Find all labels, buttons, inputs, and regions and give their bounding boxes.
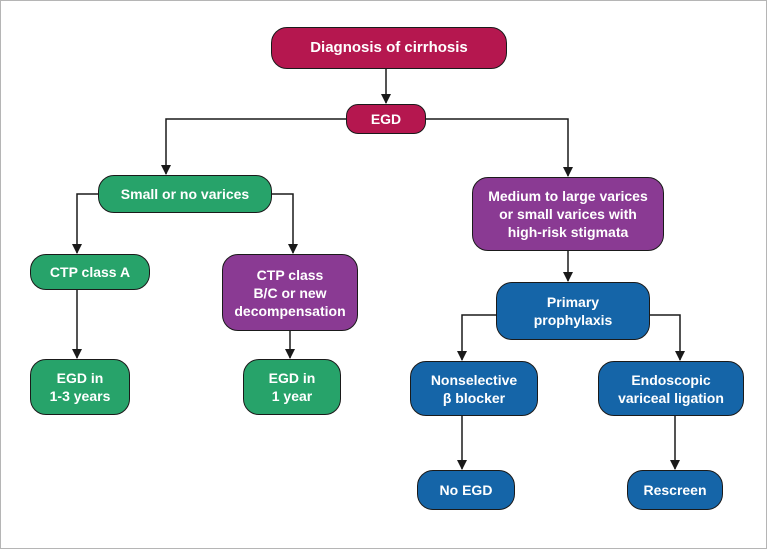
node-label-line: 1-3 years: [49, 388, 111, 404]
node-label-line: No EGD: [439, 482, 493, 498]
node-label-line: CTP class: [256, 266, 324, 283]
edge-primary-nonselective: [457, 314, 496, 361]
node-label-line: EGD in: [268, 370, 316, 386]
node-diagnosis-of-cirrhosis: Diagnosis of cirrhosis: [271, 27, 507, 69]
node-label-line: high-risk stigmata: [507, 224, 629, 240]
node-medium-to-large-varices: Medium to large varices or small varices…: [472, 177, 664, 251]
node-label-line: Medium to large varices: [488, 188, 648, 204]
edge-egd-medium-large: [426, 118, 573, 177]
node-label-line: EGD in: [56, 370, 104, 386]
edge-primary-endoscopic: [650, 314, 685, 361]
node-label-line: CTP class A: [49, 264, 131, 280]
node-no-egd: No EGD: [417, 470, 515, 510]
node-label-line: variceal ligation: [618, 389, 724, 406]
edge-small-ctp-bc: [272, 193, 298, 254]
node-label-line: Rescreen: [643, 482, 707, 498]
node-label-line: Endoscopic: [631, 371, 711, 388]
node-label-line: B/C or new: [253, 284, 327, 301]
node-primary-prophylaxis: Primary prophylaxis: [496, 282, 650, 340]
node-label-line: Nonselective: [430, 371, 518, 388]
node-ctp-class-bc: CTP class B/C or new decompensation: [222, 254, 358, 331]
edge-egd-small-varices: [161, 118, 346, 175]
node-ctp-class-a: CTP class A: [30, 254, 150, 290]
node-egd: EGD: [346, 104, 426, 134]
node-label-line: Diagnosis of cirrhosis: [310, 39, 468, 56]
node-nonselective-beta-blocker: Nonselective β blocker: [410, 361, 538, 416]
node-label-line: decompensation: [234, 302, 346, 319]
node-label-line: or small varices with: [499, 206, 637, 222]
node-rescreen: Rescreen: [627, 470, 723, 510]
edge-small-ctp-a: [72, 193, 98, 254]
node-label-line: β blocker: [442, 389, 506, 406]
node-label-line: prophylaxis: [533, 312, 613, 328]
node-label-line: EGD: [370, 111, 402, 127]
node-label-line: Primary: [546, 294, 600, 310]
node-label-line: 1 year: [271, 388, 313, 404]
node-egd-in-1-3-years: EGD in 1-3 years: [30, 359, 130, 415]
node-small-or-no-varices: Small or no varices: [98, 175, 272, 213]
node-label-line: Small or no varices: [120, 186, 250, 202]
node-egd-in-1-year: EGD in 1 year: [243, 359, 341, 415]
node-endoscopic-variceal-ligation: Endoscopic variceal ligation: [598, 361, 744, 416]
